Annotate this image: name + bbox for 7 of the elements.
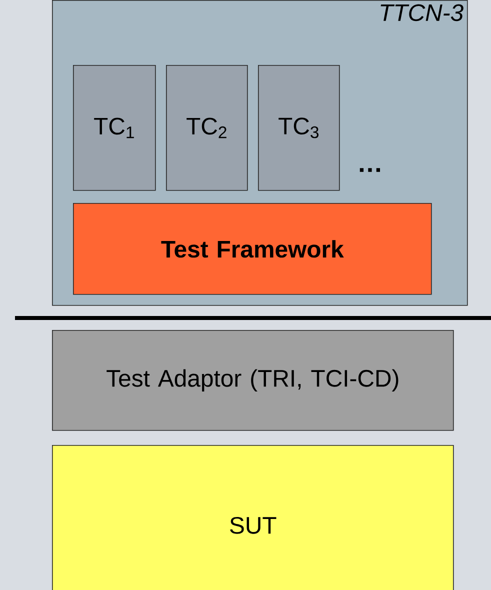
test-framework-box: Test Framework	[73, 203, 432, 295]
sut-box: SUT	[52, 445, 454, 590]
test-adaptor-box: Test Adaptor (TRI, TCI-CD)	[52, 330, 454, 431]
ellipsis: …	[360, 168, 380, 172]
test-case-box: TC$_{1}$	[73, 65, 156, 191]
test-case-box: TC$_{2}$	[166, 65, 248, 191]
test-case-box: TC$_{3}$	[258, 65, 340, 191]
